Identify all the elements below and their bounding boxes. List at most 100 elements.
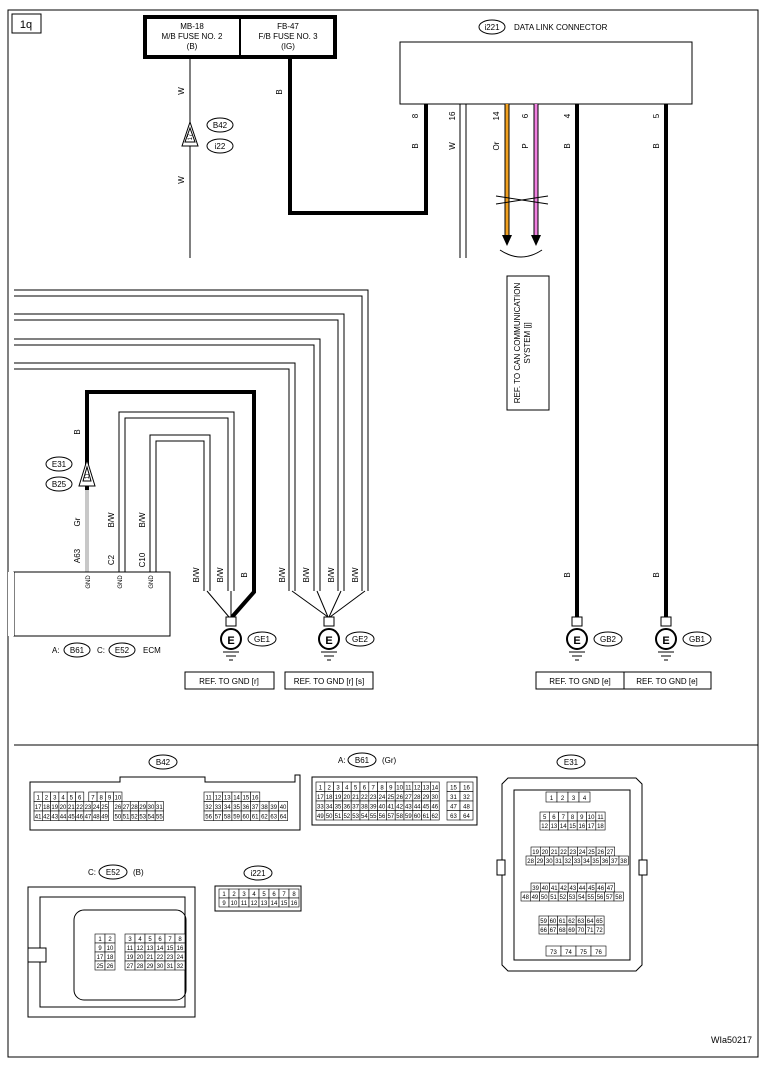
pin-number: 46	[76, 815, 83, 821]
pin-number: 34	[583, 859, 590, 865]
dlc-pin-8: 8	[411, 113, 420, 118]
pin-number: 52	[343, 814, 350, 820]
pin-number: 19	[51, 805, 58, 811]
pin-number: 17	[317, 795, 324, 801]
pin-cell	[594, 924, 605, 935]
pin-number: 12	[137, 946, 144, 952]
pin-number: 40	[280, 805, 287, 811]
pin-cell	[430, 810, 440, 821]
ground-ge1: E GE1	[220, 616, 277, 661]
ecm-pin-label-1: GND	[86, 575, 92, 589]
ecm-pin-c2: C2	[107, 554, 116, 565]
pin-number: 20	[542, 850, 549, 856]
pin-number: 59	[540, 919, 547, 925]
pin-number: 39	[270, 805, 277, 811]
pin-number: 60	[414, 814, 421, 820]
pin-number: 35	[233, 805, 240, 811]
pin-number: 70	[578, 928, 585, 934]
gb2-id: GB2	[600, 635, 617, 644]
wire-ge1-1-color: B/W	[192, 567, 201, 583]
pin-number: 39	[370, 805, 377, 811]
pin-number: 25	[97, 964, 104, 970]
pin-number: 28	[527, 859, 534, 865]
pin-cell	[278, 810, 288, 821]
pin-number: 48	[522, 895, 529, 901]
pin-number: 53	[569, 895, 576, 901]
ge2-symbol: E	[325, 635, 332, 647]
pin-number: 11	[405, 786, 412, 792]
dlc-pin-16: 16	[448, 111, 457, 120]
pin-number: 14	[431, 786, 438, 792]
pin-number: 17	[97, 955, 104, 961]
connector-e31-title: E31	[564, 758, 579, 767]
pin-number: 5	[148, 937, 152, 943]
pin-number: 9	[98, 946, 102, 952]
pin-number: 55	[370, 814, 377, 820]
pin-number: 35	[335, 805, 342, 811]
pin-number: 33	[215, 805, 222, 811]
pin-number: 7	[168, 937, 172, 943]
pin-number: 43	[570, 886, 577, 892]
ecm-pin-a63: A63	[73, 548, 82, 563]
pin-number: 28	[137, 964, 144, 970]
pin-number: 13	[224, 796, 231, 802]
pin-number: 14	[233, 796, 240, 802]
ecm-c-connector: E52	[115, 646, 130, 655]
pin-number: 24	[379, 795, 386, 801]
pin-number: 38	[620, 859, 627, 865]
pin-number: 37	[352, 805, 359, 811]
pin-number: 18	[326, 795, 333, 801]
wire-ge2-1-color: B/W	[278, 567, 287, 583]
pin-number: 4	[345, 786, 349, 792]
pin-number: 36	[602, 859, 609, 865]
pin-number: 47	[85, 815, 92, 821]
pin-number: 73	[550, 950, 557, 956]
pin-number: 8	[380, 786, 384, 792]
pin-number: 6	[552, 815, 556, 821]
pin-cell	[288, 897, 300, 908]
pin-cell	[174, 960, 186, 971]
pin-number: 63	[270, 815, 277, 821]
pin-number: 19	[335, 795, 342, 801]
pin-number: 15	[243, 796, 250, 802]
pin-number: 21	[68, 805, 75, 811]
ground-ge2: E GE2	[318, 616, 375, 661]
wire-ecm-b	[85, 390, 256, 619]
pin-number: 42	[43, 815, 50, 821]
pin-number: 76	[595, 950, 602, 956]
pin-number: 25	[101, 805, 108, 811]
pin-number: 62	[431, 814, 438, 820]
ecm-c-prefix: C:	[97, 646, 105, 655]
pin-number: 53	[139, 815, 146, 821]
dlc-pin-6: 6	[521, 113, 530, 118]
pin-number: 56	[379, 814, 386, 820]
pin-number: 37	[611, 859, 618, 865]
pin-number: 23	[85, 805, 92, 811]
pin-number: 67	[550, 928, 557, 934]
pin-number: 24	[93, 805, 100, 811]
pin-number: 50	[114, 815, 121, 821]
pin-number: 43	[405, 805, 412, 811]
dlc-label: DATA LINK CONNECTOR	[514, 23, 608, 32]
pin-number: 5	[262, 892, 266, 898]
pin-number: 23	[370, 795, 377, 801]
pin-number: 30	[546, 859, 553, 865]
pin-number: 49	[317, 814, 324, 820]
pin-number: 30	[157, 964, 164, 970]
wire-ecm-gr-color: Gr	[73, 517, 82, 526]
figure-code: WIa50217	[711, 1035, 752, 1045]
pin-number: 24	[579, 850, 586, 856]
pin-number: 22	[560, 850, 567, 856]
pin-number: 20	[60, 805, 67, 811]
pin-number: 7	[91, 796, 95, 802]
pin-number: 2	[45, 796, 49, 802]
pin-number: 36	[343, 805, 350, 811]
pin-number: 7	[372, 786, 376, 792]
pin-number: 59	[233, 815, 240, 821]
pin-number: 3	[242, 892, 246, 898]
pin-number: 29	[147, 964, 154, 970]
